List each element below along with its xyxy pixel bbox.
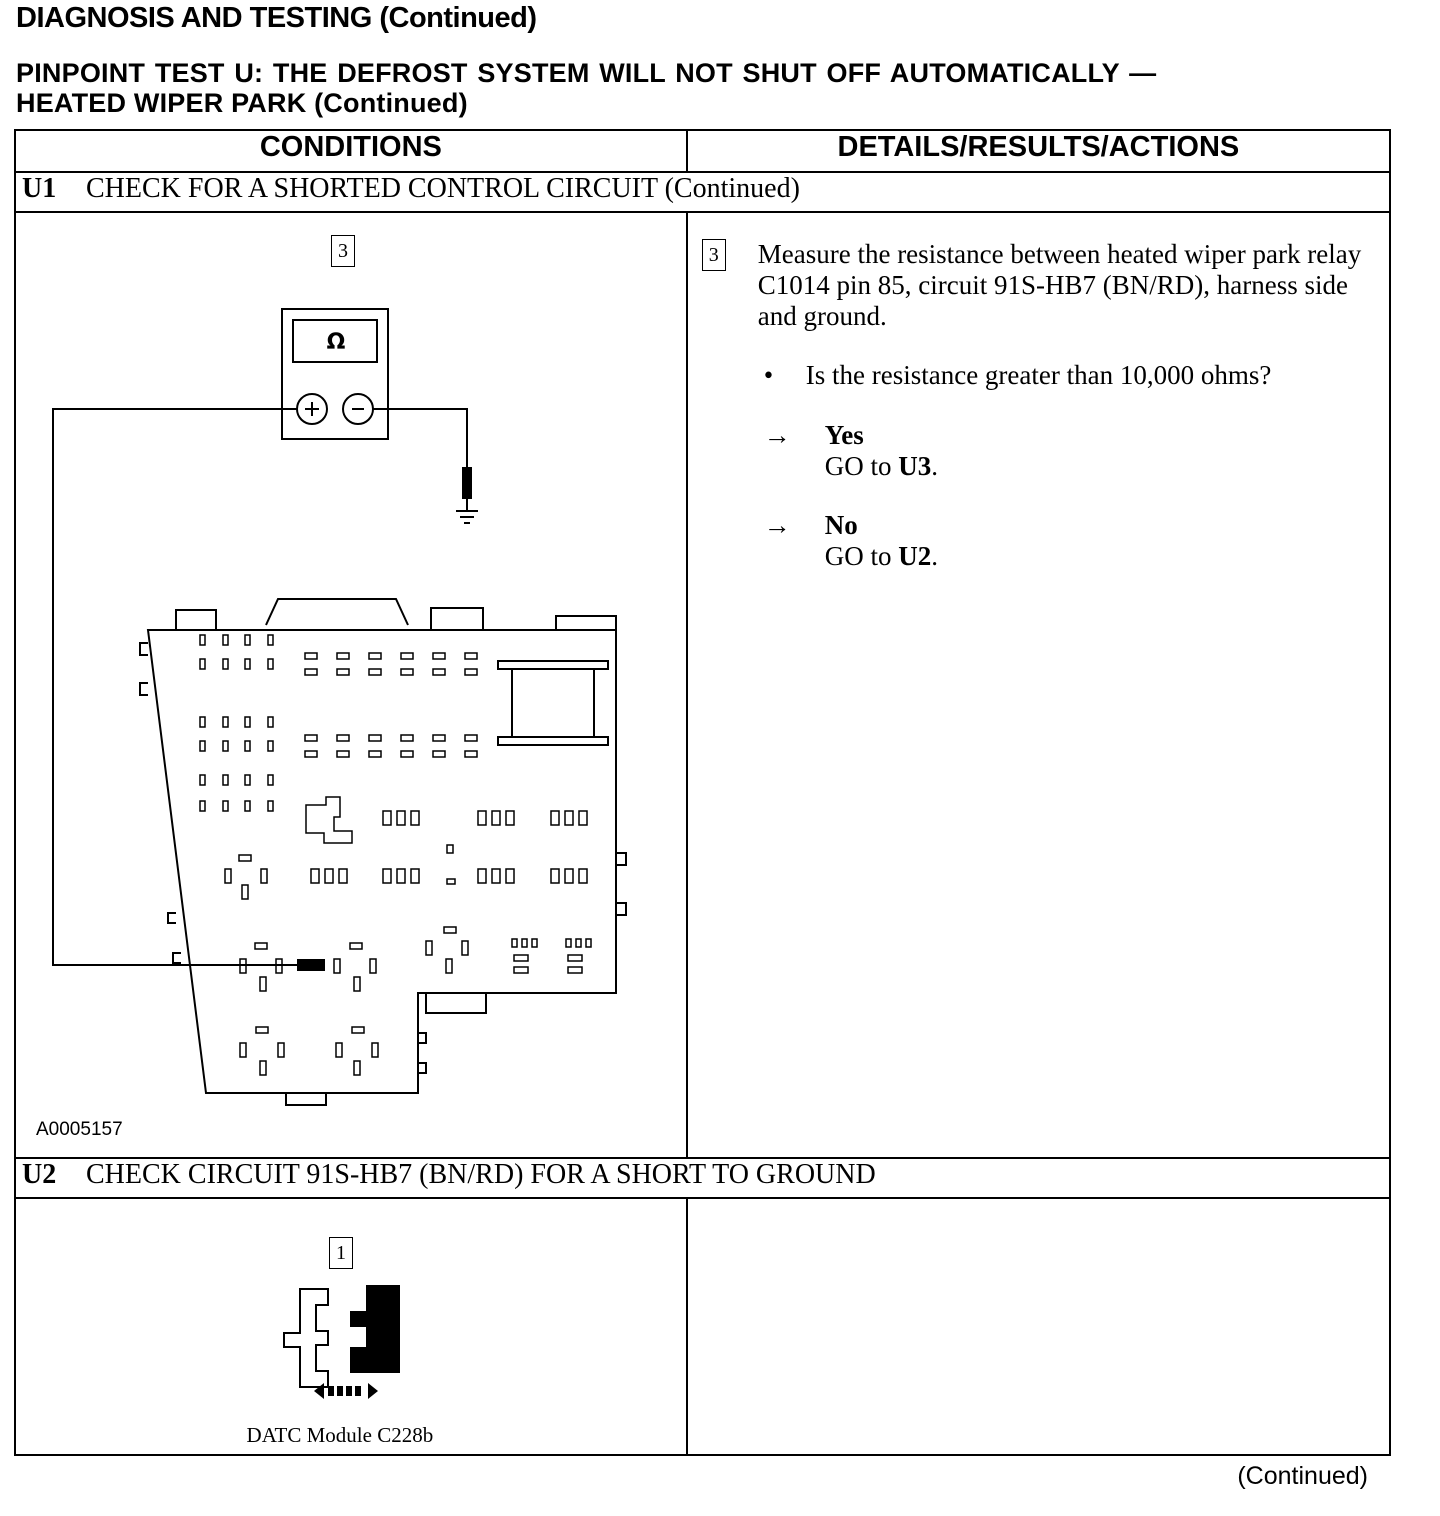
connector-socket-icon: [350, 1285, 400, 1373]
u1-conditions-cell: 3: [14, 211, 688, 1159]
ohm-symbol: Ω: [327, 330, 346, 355]
u2-diagram-step-number: 1: [329, 1237, 353, 1269]
no-action: GO to U2.: [824, 541, 938, 571]
fuse-box-outline: [146, 629, 617, 1094]
pinpoint-title-line1: PINPOINT TEST U: THE DEFROST SYSTEM WILL…: [16, 58, 1157, 88]
pinpoint-title-line2: HEATED WIPER PARK (Continued): [16, 88, 468, 118]
step-u2-header: U2 CHECK CIRCUIT 91S-HB7 (BN/RD) FOR A SH…: [14, 1157, 1391, 1199]
connector-plug-icon: [283, 1288, 329, 1388]
disconnect-arrow-icon: [314, 1383, 378, 1399]
no-arrow-icon: →: [763, 510, 791, 540]
yes-target: U3: [898, 451, 932, 481]
connector-disconnect-diagram: [283, 1285, 400, 1399]
details-column-header: DETAILS/RESULTS/ACTIONS: [685, 129, 1392, 173]
u1-instruction: Measure the resistance between heated wi…: [757, 239, 1362, 331]
no-label: No: [824, 510, 858, 540]
continued-footer: (Continued): [1237, 1462, 1368, 1490]
fuse-cavities: [199, 634, 592, 1076]
u1-diagram-step-number: 3: [331, 235, 355, 267]
step-u1-title: CHECK FOR A SHORTED CONTROL CIRCUIT (Con…: [86, 173, 800, 204]
figure-id: A0005157: [36, 1119, 123, 1140]
u1-bullet: •: [763, 360, 774, 390]
step-u2-title: CHECK CIRCUIT 91S-HB7 (BN/RD) FOR A SHOR…: [86, 1159, 876, 1190]
step-u1-header: U1 CHECK FOR A SHORTED CONTROL CIRCUIT (C…: [14, 171, 1391, 213]
yes-action: GO to U3.: [824, 451, 938, 481]
pinpoint-test-title: PINPOINT TEST U: THE DEFROST SYSTEM WILL…: [16, 58, 1156, 118]
fuse-box-ohmmeter-diagram: Ω: [52, 308, 627, 1106]
step-u1-id: U1: [22, 173, 57, 204]
no-target: U2: [898, 541, 932, 571]
step-u2-id: U2: [22, 1159, 57, 1190]
yes-arrow-icon: →: [763, 420, 791, 450]
page-heading: DIAGNOSIS AND TESTING (Continued): [16, 2, 537, 34]
u2-details-cell: [685, 1197, 1392, 1456]
ohmmeter-icon: [281, 308, 389, 440]
u1-question: Is the resistance greater than 10,000 oh…: [805, 360, 1272, 390]
yes-label: Yes: [824, 420, 864, 450]
connector-caption: DATC Module C228b: [246, 1423, 434, 1447]
u1-details-cell: 3 Measure the resistance between heated …: [685, 211, 1392, 1159]
u1-details-step-number: 3: [701, 239, 726, 271]
conditions-column-header: CONDITIONS: [14, 129, 688, 173]
u2-conditions-cell: 1 DATC Module C228b: [14, 1197, 688, 1456]
